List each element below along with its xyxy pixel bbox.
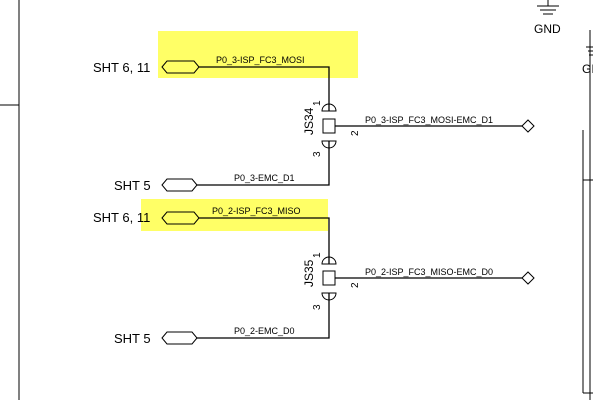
pin-2-label: 2 (350, 130, 361, 136)
gnd-label: GND (534, 22, 561, 36)
wire-bottom (197, 293, 330, 339)
highlight-miso (141, 199, 328, 231)
offpage-connector-bottom (161, 331, 198, 345)
net-label-bottom: P0_2-EMC_D0 (234, 326, 295, 336)
hier-port-out (521, 271, 535, 285)
pin-3-label: 3 (312, 151, 323, 157)
sheet-ref-bottom: SHT 5 (114, 178, 151, 193)
highlight-mosi (158, 31, 358, 78)
gnd-label-cut: GI (582, 62, 593, 76)
net-label-out: P0_2-ISP_FC3_MISO-EMC_D0 (365, 267, 493, 277)
jumper-ref-label: JS34 (302, 107, 316, 135)
net-label-top: P0_3-ISP_FC3_MOSI (216, 55, 305, 65)
pin-3-label: 3 (312, 304, 323, 310)
wire-top (199, 66, 330, 101)
net-label-top: P0_2-ISP_FC3_MISO (212, 206, 301, 216)
jumper-pad-top (321, 103, 337, 112)
wire-bottom (197, 141, 330, 186)
jumper-ref-label: JS35 (302, 259, 316, 287)
net-label-bottom: P0_3-EMC_D1 (234, 173, 295, 183)
wire-top (199, 217, 330, 254)
pin-2-label: 2 (350, 282, 361, 288)
jumper-body (322, 270, 336, 286)
net-label-out: P0_3-ISP_FC3_MOSI-EMC_D1 (365, 115, 493, 125)
pin-1-label: 1 (312, 100, 323, 106)
hier-port-out (521, 119, 535, 133)
jumper-group-js35: SHT 6, 11 P0_2-ISP_FC3_MISO 1 JS35 2 3 P… (93, 206, 535, 346)
gnd-symbol-cut: GI (582, 46, 593, 76)
jumper-pad-top (321, 256, 337, 265)
sheet-ref-bottom: SHT 5 (114, 331, 151, 346)
jumper-group-js34: SHT 6, 11 P0_3-ISP_FC3_MOSI 1 JS34 2 3 P… (93, 55, 535, 193)
sheet-ref-top: SHT 6, 11 (93, 210, 150, 225)
gnd-symbol: GND (534, 0, 561, 36)
offpage-connector-bottom (161, 178, 198, 192)
pin-1-label: 1 (312, 252, 323, 258)
sheet-ref-top: SHT 6, 11 (93, 60, 150, 75)
jumper-pad-bottom (321, 140, 337, 149)
jumper-body (322, 118, 336, 134)
jumper-pad-bottom (321, 292, 337, 301)
